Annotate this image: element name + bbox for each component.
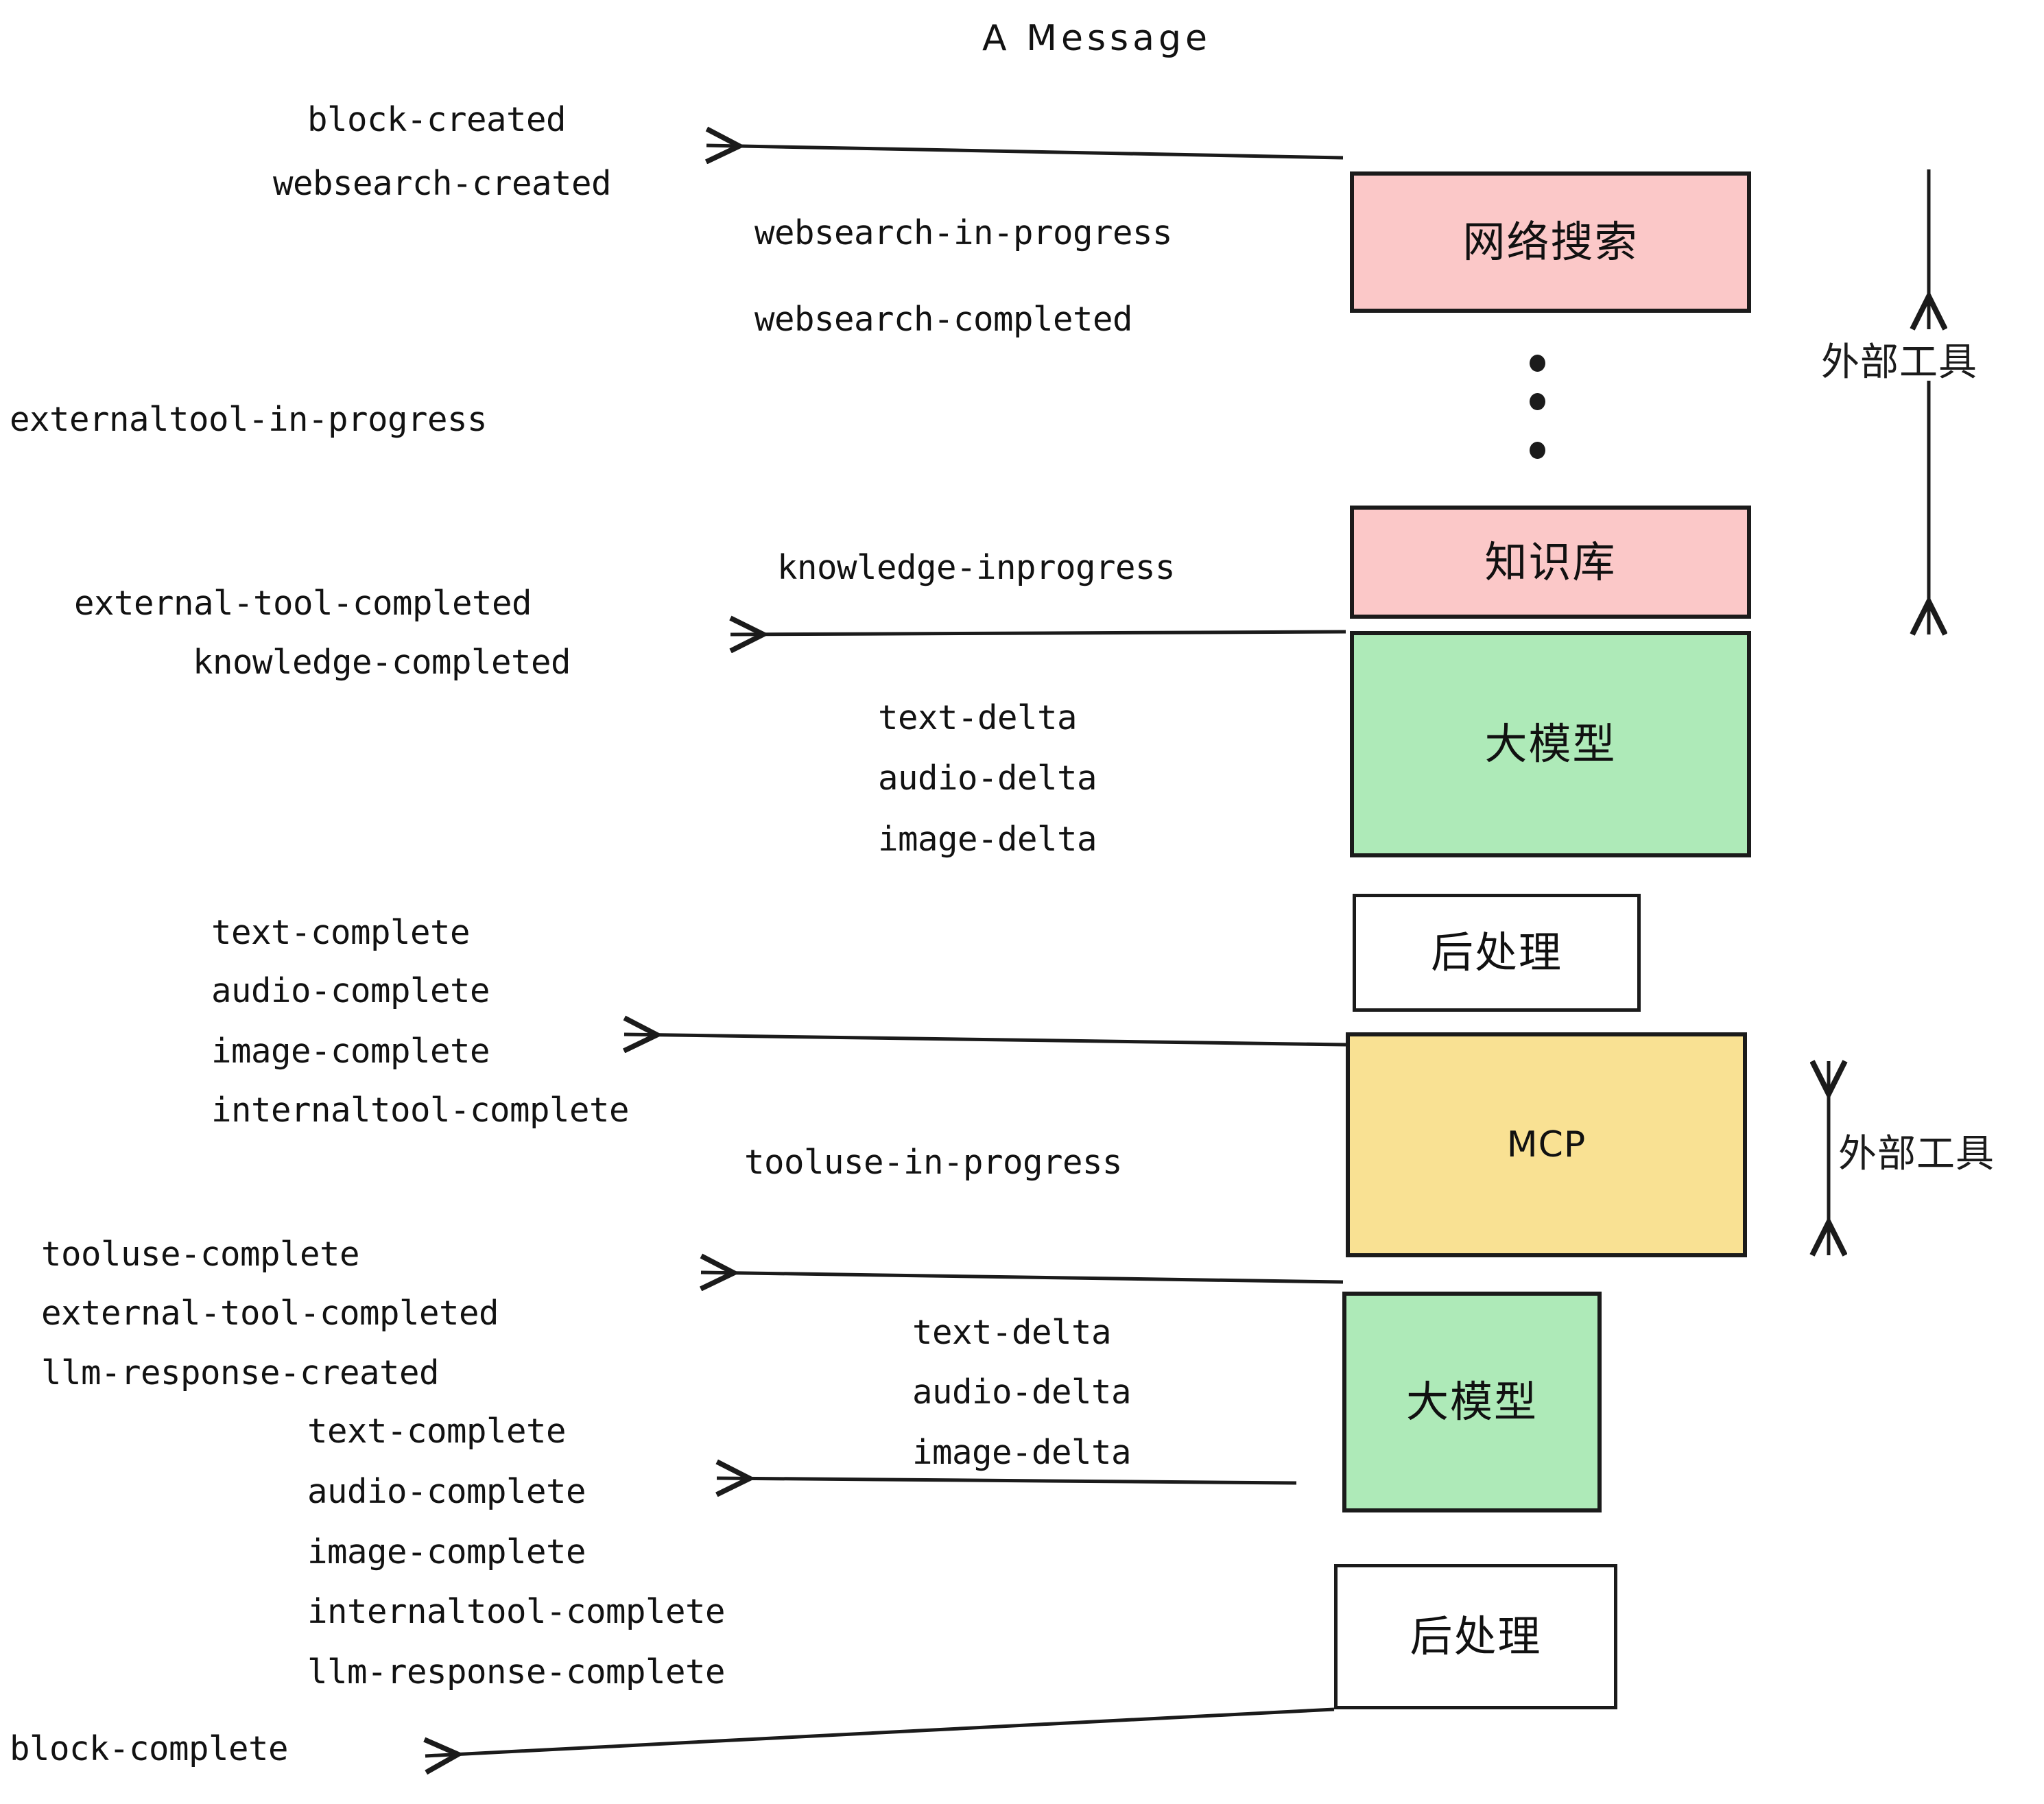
ellipsis-dot: [1530, 355, 1545, 372]
event-label: audio-delta: [912, 1373, 1132, 1412]
event-label: text-delta: [912, 1313, 1112, 1352]
event-label: image-complete: [307, 1532, 586, 1571]
ellipsis-dot: [1530, 442, 1545, 459]
node-websearch[interactable]: 网络搜索: [1350, 171, 1751, 313]
node-label: 后处理: [1430, 927, 1562, 977]
event-label: llm-response-created: [41, 1353, 440, 1392]
event-label: internaltool-complete: [211, 1091, 630, 1130]
event-label: image-complete: [211, 1032, 490, 1071]
node-knowledge[interactable]: 知识库: [1350, 506, 1751, 619]
arrow-postprocess1-to-image-complete: [624, 1034, 1346, 1045]
event-label: websearch-completed: [754, 300, 1133, 339]
node-label: 知识库: [1484, 536, 1617, 587]
event-label: websearch-in-progress: [754, 213, 1173, 252]
node-postprocess-2[interactable]: 后处理: [1334, 1564, 1617, 1709]
event-label: audio-delta: [878, 759, 1097, 798]
arrow-mcp-to-tooluse-complete: [701, 1272, 1344, 1282]
node-label: 网络搜索: [1462, 217, 1639, 267]
page-title: A Message: [982, 18, 1212, 59]
event-label: knowledge-completed: [193, 643, 571, 682]
node-label: 后处理: [1410, 1611, 1542, 1661]
node-label: 大模型: [1484, 719, 1617, 769]
event-label: text-complete: [307, 1412, 567, 1451]
event-label: block-created: [307, 100, 567, 139]
event-label: image-delta: [912, 1433, 1132, 1472]
event-label: tooluse-complete: [41, 1235, 360, 1274]
node-postprocess-1[interactable]: 后处理: [1353, 894, 1641, 1012]
ellipsis-dot: [1530, 393, 1545, 410]
event-label: externaltool-in-progress: [10, 400, 488, 439]
arrow-websearch-to-created: [706, 145, 1344, 158]
arrow-llm2-to-audio-complete: [717, 1478, 1297, 1483]
event-label: block-complete: [10, 1729, 289, 1768]
event-label: image-delta: [878, 820, 1097, 859]
node-label: 大模型: [1405, 1377, 1538, 1427]
event-label: external-tool-completed: [41, 1294, 499, 1333]
node-mcp[interactable]: MCP: [1346, 1032, 1747, 1257]
event-label: internaltool-complete: [307, 1592, 726, 1631]
group-label-external-tools-top: 外部工具: [1821, 340, 1977, 385]
arrow-knowledge-to-completed: [730, 632, 1346, 634]
node-label: MCP: [1506, 1124, 1587, 1165]
event-label: websearch-created: [273, 164, 612, 203]
event-label: knowledge-inprogress: [777, 548, 1176, 587]
event-label: audio-complete: [211, 971, 490, 1010]
event-label: tooluse-in-progress: [744, 1143, 1123, 1182]
event-label: audio-complete: [307, 1472, 586, 1511]
event-label: llm-response-complete: [307, 1652, 726, 1692]
node-llm-2[interactable]: 大模型: [1342, 1292, 1602, 1512]
node-llm-1[interactable]: 大模型: [1350, 631, 1751, 857]
group-label-external-tools-bottom: 外部工具: [1838, 1132, 1995, 1176]
event-label: external-tool-completed: [74, 584, 532, 623]
event-label: text-complete: [211, 913, 471, 952]
arrow-postprocess2-to-block-complete: [425, 1707, 1335, 1756]
event-label: text-delta: [878, 698, 1078, 737]
